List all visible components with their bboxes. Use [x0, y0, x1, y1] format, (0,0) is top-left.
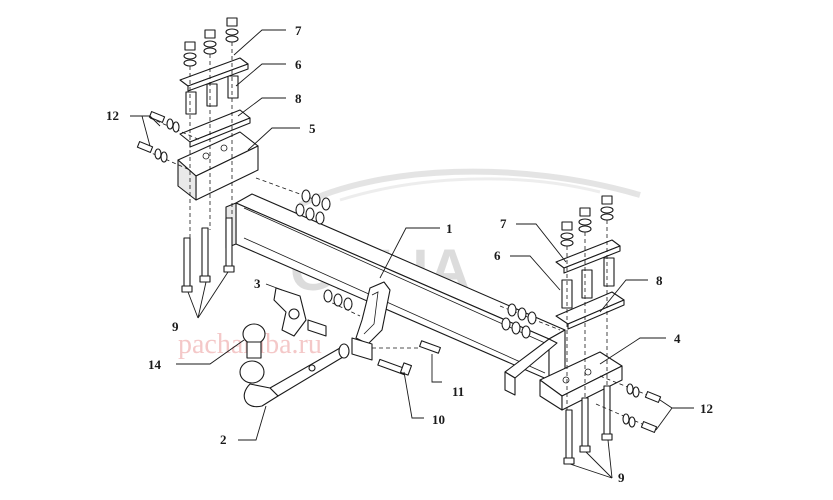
callout-2: 2 — [220, 432, 227, 447]
callout-1: 1 — [446, 221, 453, 236]
callout-6-right: 6 — [494, 248, 501, 263]
tow-ball-part-14 — [239, 323, 266, 384]
callout-14: 14 — [148, 357, 162, 372]
callout-11: 11 — [452, 384, 464, 399]
callout-numbers: 7 6 8 5 12 1 3 9 14 2 10 11 7 6 8 4 12 9 — [106, 23, 713, 485]
left-side-bolts — [136, 111, 201, 171]
socket-plate-part-3 — [273, 287, 327, 337]
callout-7-right: 7 — [500, 216, 507, 231]
callout-9-right: 9 — [618, 470, 625, 485]
left-top-nuts — [183, 17, 239, 67]
callout-7-left: 7 — [295, 23, 302, 38]
callout-8-right: 8 — [656, 273, 663, 288]
right-top-nuts — [560, 195, 614, 247]
right-mount-stack — [499, 195, 662, 465]
callout-5: 5 — [309, 121, 316, 136]
center-bolts — [323, 289, 441, 376]
callout-12-right: 12 — [700, 401, 713, 416]
left-mount-stack — [136, 17, 331, 293]
callout-3: 3 — [254, 276, 261, 291]
callout-9-left: 9 — [172, 319, 179, 334]
callout-4: 4 — [674, 331, 681, 346]
leader-lines — [130, 29, 694, 479]
socket-bracket — [351, 281, 391, 361]
callout-6-left: 6 — [295, 57, 302, 72]
ball-neck-part-2 — [243, 343, 350, 408]
callout-8-left: 8 — [295, 91, 302, 106]
callout-10: 10 — [432, 412, 445, 427]
callout-12-left: 12 — [106, 108, 119, 123]
crossbar-part-1 — [225, 193, 566, 396]
right-side-bolts — [595, 375, 662, 433]
